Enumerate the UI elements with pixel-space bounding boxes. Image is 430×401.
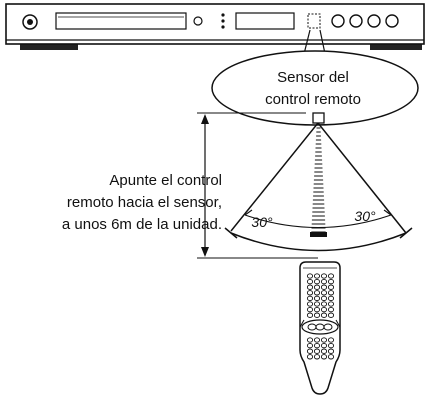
sensor-square [312,112,325,124]
sensor-window-icon [307,13,321,29]
distance-dimension [197,112,318,259]
center-beam [310,127,327,237]
angle-left-label: 30° [251,214,273,230]
instruction-line1: Apunte el control [109,172,222,189]
disc-tray [55,12,187,30]
remote-control-icon [299,261,341,395]
remote-buttons [306,273,335,360]
sensor-callout: Sensor del control remoto [211,50,419,126]
sensor-label-line1: Sensor del [277,69,349,86]
reception-cone: 30° 30° [224,122,413,252]
display-window [235,12,295,30]
dvd-player-icon [5,3,425,50]
angle-right-label: 30° [354,208,376,224]
sensor-label-line2: control remoto [265,91,361,108]
instruction-line2: remoto hacia el sensor, [67,194,222,211]
instruction-line3: a unos 6m de la unidad. [62,216,222,233]
instruction-text: Apunte el control remoto hacia el sensor… [62,172,222,233]
